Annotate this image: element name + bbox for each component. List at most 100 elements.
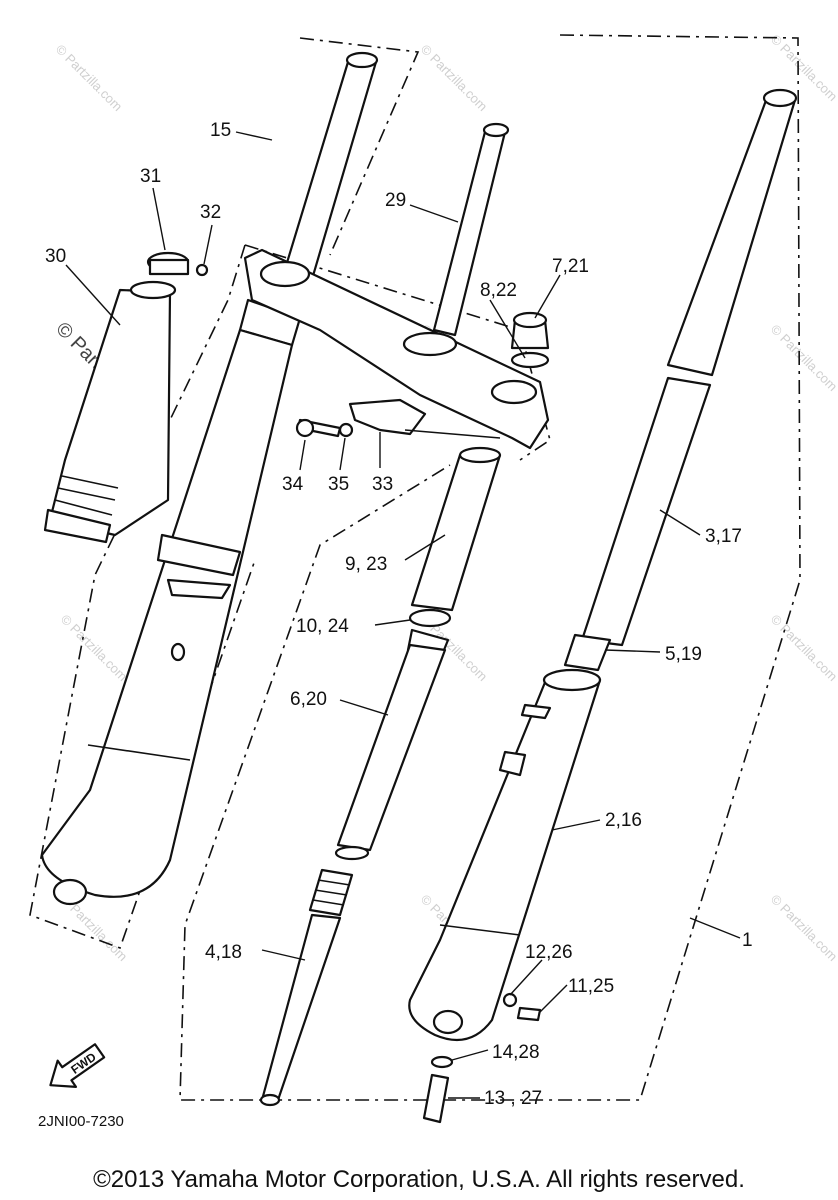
outline-right-assembly bbox=[179, 34, 801, 1101]
leader-12 bbox=[509, 959, 543, 996]
outer-tube-2-band bbox=[439, 924, 521, 936]
leader-35 bbox=[339, 437, 346, 471]
stem-top bbox=[482, 122, 510, 138]
ring-10 bbox=[408, 608, 452, 628]
callout-10-24: 10, 24 bbox=[296, 616, 349, 637]
callouts: 15 31 32 30 29 8,22 7,21 34 35 33 9, 23 … bbox=[45, 120, 753, 1109]
outer-tube-2-mount bbox=[520, 703, 552, 720]
screw-32 bbox=[195, 263, 209, 277]
callout-2-16: 2,16 bbox=[605, 810, 642, 831]
leader-9 bbox=[404, 534, 446, 561]
callout-14-28: 14,28 bbox=[492, 1042, 540, 1063]
leader-34 bbox=[299, 439, 306, 471]
callout-35: 35 bbox=[328, 474, 349, 495]
leader-4 bbox=[261, 949, 306, 961]
outer-tube-2-top bbox=[542, 668, 602, 692]
callout-33: 33 bbox=[372, 474, 393, 495]
left-outer-tube bbox=[40, 328, 294, 898]
watermark: © Partzilla.com bbox=[418, 42, 491, 115]
washer-35 bbox=[338, 422, 354, 438]
damper-assembly bbox=[259, 446, 502, 1107]
boot-30-bottom bbox=[43, 508, 112, 544]
callout-9-23: 9, 23 bbox=[345, 554, 387, 575]
leader-1 bbox=[689, 917, 741, 939]
clamp-31-body bbox=[148, 258, 190, 276]
washer-14 bbox=[430, 1055, 454, 1069]
left-axle-hole bbox=[52, 878, 88, 906]
outline-bracket bbox=[244, 244, 551, 461]
bracket-left-bore bbox=[259, 260, 311, 288]
bushing-5 bbox=[563, 633, 612, 672]
fwd-arrow-icon bbox=[49, 1043, 106, 1088]
leader-30 bbox=[65, 264, 121, 326]
leader-5 bbox=[604, 649, 661, 653]
callout-12-26: 12,26 bbox=[525, 942, 573, 963]
leader-7 bbox=[534, 274, 561, 319]
leader-32 bbox=[203, 224, 213, 265]
ring-6-lower bbox=[334, 845, 370, 861]
damper-rod-6 bbox=[336, 643, 447, 852]
callout-15: 15 bbox=[210, 120, 231, 141]
callout-32: 32 bbox=[200, 202, 221, 223]
leader-6 bbox=[339, 699, 389, 716]
leader-8 bbox=[489, 299, 526, 359]
callout-1: 1 bbox=[742, 930, 753, 951]
oring-8 bbox=[510, 351, 550, 369]
right-axle-hole bbox=[432, 1009, 464, 1035]
left-fork-assembly bbox=[40, 51, 379, 906]
callout-29: 29 bbox=[385, 190, 406, 211]
bolt-13 bbox=[422, 1073, 450, 1124]
left-fender-mount bbox=[166, 578, 232, 600]
leader-15 bbox=[235, 131, 273, 141]
screw-11 bbox=[516, 1006, 542, 1022]
outer-tube-2-tab bbox=[498, 750, 527, 777]
outer-tube-2 bbox=[408, 673, 602, 1042]
boot-30-ribs bbox=[54, 475, 119, 516]
damper-rod-4-end bbox=[259, 1093, 281, 1107]
inner-tube-3-top bbox=[762, 88, 798, 108]
left-small-knob bbox=[170, 642, 186, 662]
bolt-34-head bbox=[295, 418, 315, 438]
spring-4-coils bbox=[312, 879, 351, 906]
fwd-arrow: FWD bbox=[49, 1043, 106, 1088]
spacer-9-top bbox=[458, 446, 502, 464]
callout-5-19: 5,19 bbox=[665, 644, 702, 665]
callout-8-22: 8,22 bbox=[480, 280, 517, 301]
callout-30: 30 bbox=[45, 246, 66, 267]
leader-11 bbox=[539, 984, 568, 1013]
bracket-right-bore bbox=[490, 379, 538, 405]
callout-13-27: 13 , 27 bbox=[484, 1088, 542, 1109]
callout-11-25: 11,25 bbox=[568, 976, 614, 997]
under-bracket bbox=[243, 248, 550, 450]
cable-guide-33 bbox=[348, 398, 427, 436]
leader-lines bbox=[65, 131, 741, 1099]
callout-6-20: 6,20 bbox=[290, 689, 327, 710]
damper-rod-4 bbox=[260, 913, 342, 1102]
watermark: © Partzilla.com bbox=[768, 322, 838, 395]
left-seal-ring bbox=[156, 533, 242, 577]
callout-31: 31 bbox=[140, 166, 161, 187]
inner-tube-3-lower bbox=[580, 376, 712, 647]
leader-3 bbox=[659, 509, 701, 536]
callout-7-21: 7,21 bbox=[552, 256, 589, 277]
left-outer-tube-band bbox=[87, 744, 191, 761]
spacer-9 bbox=[410, 453, 502, 612]
bracket-center-bore bbox=[402, 331, 458, 357]
leader-29 bbox=[409, 204, 459, 223]
right-fork-assembly bbox=[408, 88, 798, 1124]
copyright-notice: ©2013 Yamaha Motor Corporation, U.S.A. A… bbox=[93, 1166, 745, 1193]
callout-4-18: 4,18 bbox=[205, 942, 242, 963]
leader-10 bbox=[374, 619, 411, 626]
watermark: © Partzilla.com bbox=[58, 612, 131, 685]
leader-14 bbox=[451, 1049, 489, 1061]
steering-stem-29 bbox=[432, 126, 508, 337]
leader-2 bbox=[551, 819, 601, 831]
under-bracket-assembly bbox=[243, 122, 550, 450]
washer-12 bbox=[502, 992, 518, 1008]
diagram-code: 2JNI00-7230 bbox=[38, 1113, 124, 1130]
cap-bolt-7-top bbox=[512, 311, 548, 329]
group-outlines bbox=[29, 34, 801, 1101]
left-inner-tube-cap bbox=[345, 51, 379, 69]
boot-30-top bbox=[129, 280, 177, 300]
